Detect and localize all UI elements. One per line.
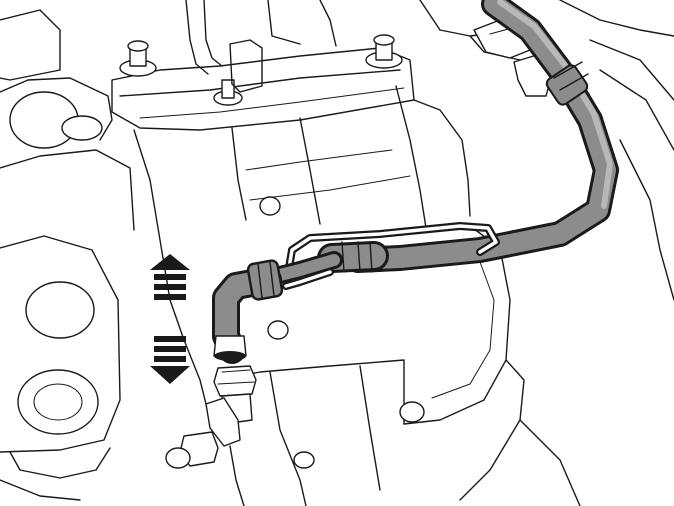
main-breather-hose — [345, 0, 619, 273]
head-bolt-right — [365, 34, 403, 69]
left-boss-pin — [61, 115, 103, 141]
case-right-shoulder — [413, 99, 471, 217]
lower-case-bolt-2 — [293, 451, 315, 469]
nipple-base — [205, 397, 241, 447]
bottom-left-edge — [0, 479, 81, 501]
top-pipe-right — [203, 0, 223, 67]
far-right-edge — [619, 139, 674, 301]
lower-left-flange — [0, 235, 121, 453]
case-web-2 — [249, 175, 411, 201]
arrow-down-icon — [150, 336, 190, 384]
flange-boss-upper — [25, 281, 95, 339]
elbow-outlet-opening — [214, 351, 246, 361]
right-cover-inner — [431, 249, 495, 399]
side-plug-cap — [165, 447, 191, 469]
pipe-bracket — [229, 39, 263, 93]
case-right-edge — [395, 85, 427, 229]
head-ridge-lower — [139, 87, 405, 119]
casing-left-rim — [0, 77, 113, 141]
connecting-tube — [267, 251, 343, 290]
far-right-shape — [589, 39, 674, 101]
lower-case-bolt — [399, 401, 425, 423]
lower-case-rib-2 — [359, 365, 381, 491]
elbow-hose-fitting — [212, 259, 284, 364]
cylinder-head — [111, 47, 415, 131]
flange-lip — [9, 447, 111, 479]
casing-left-mid — [0, 149, 135, 231]
elbow-collar — [246, 259, 284, 301]
flange-boss-lower-inner — [33, 383, 83, 421]
case-bolt-mid — [267, 320, 289, 340]
top-rib-2 — [319, 0, 337, 47]
engine-nipple-fitting — [165, 365, 257, 506]
head-ridge — [119, 69, 401, 97]
case-web-1 — [245, 149, 393, 171]
head-bolt-center — [213, 79, 243, 106]
far-right-shape-2 — [599, 69, 674, 151]
lower-case-rib — [269, 371, 307, 506]
case-rib-b — [299, 117, 321, 225]
nipple-stem-line — [229, 445, 245, 506]
right-cover-lower — [459, 359, 525, 501]
bottom-right-edge — [519, 419, 581, 506]
upper-hose-fitting — [545, 61, 589, 106]
head-bolt-left — [119, 40, 157, 77]
flange-boss-lower — [17, 369, 99, 435]
thin-tube-loop — [284, 222, 500, 278]
nipple-hex — [213, 365, 257, 397]
top-pipe-left — [185, 0, 209, 75]
casing-top-left — [0, 9, 61, 81]
top-rib — [267, 0, 301, 45]
case-rib-a — [231, 127, 247, 221]
far-right-top — [559, 0, 674, 37]
up-down-movement-arrows — [150, 254, 190, 384]
case-bolt-upper — [259, 196, 281, 216]
arrow-up-icon — [150, 254, 190, 300]
